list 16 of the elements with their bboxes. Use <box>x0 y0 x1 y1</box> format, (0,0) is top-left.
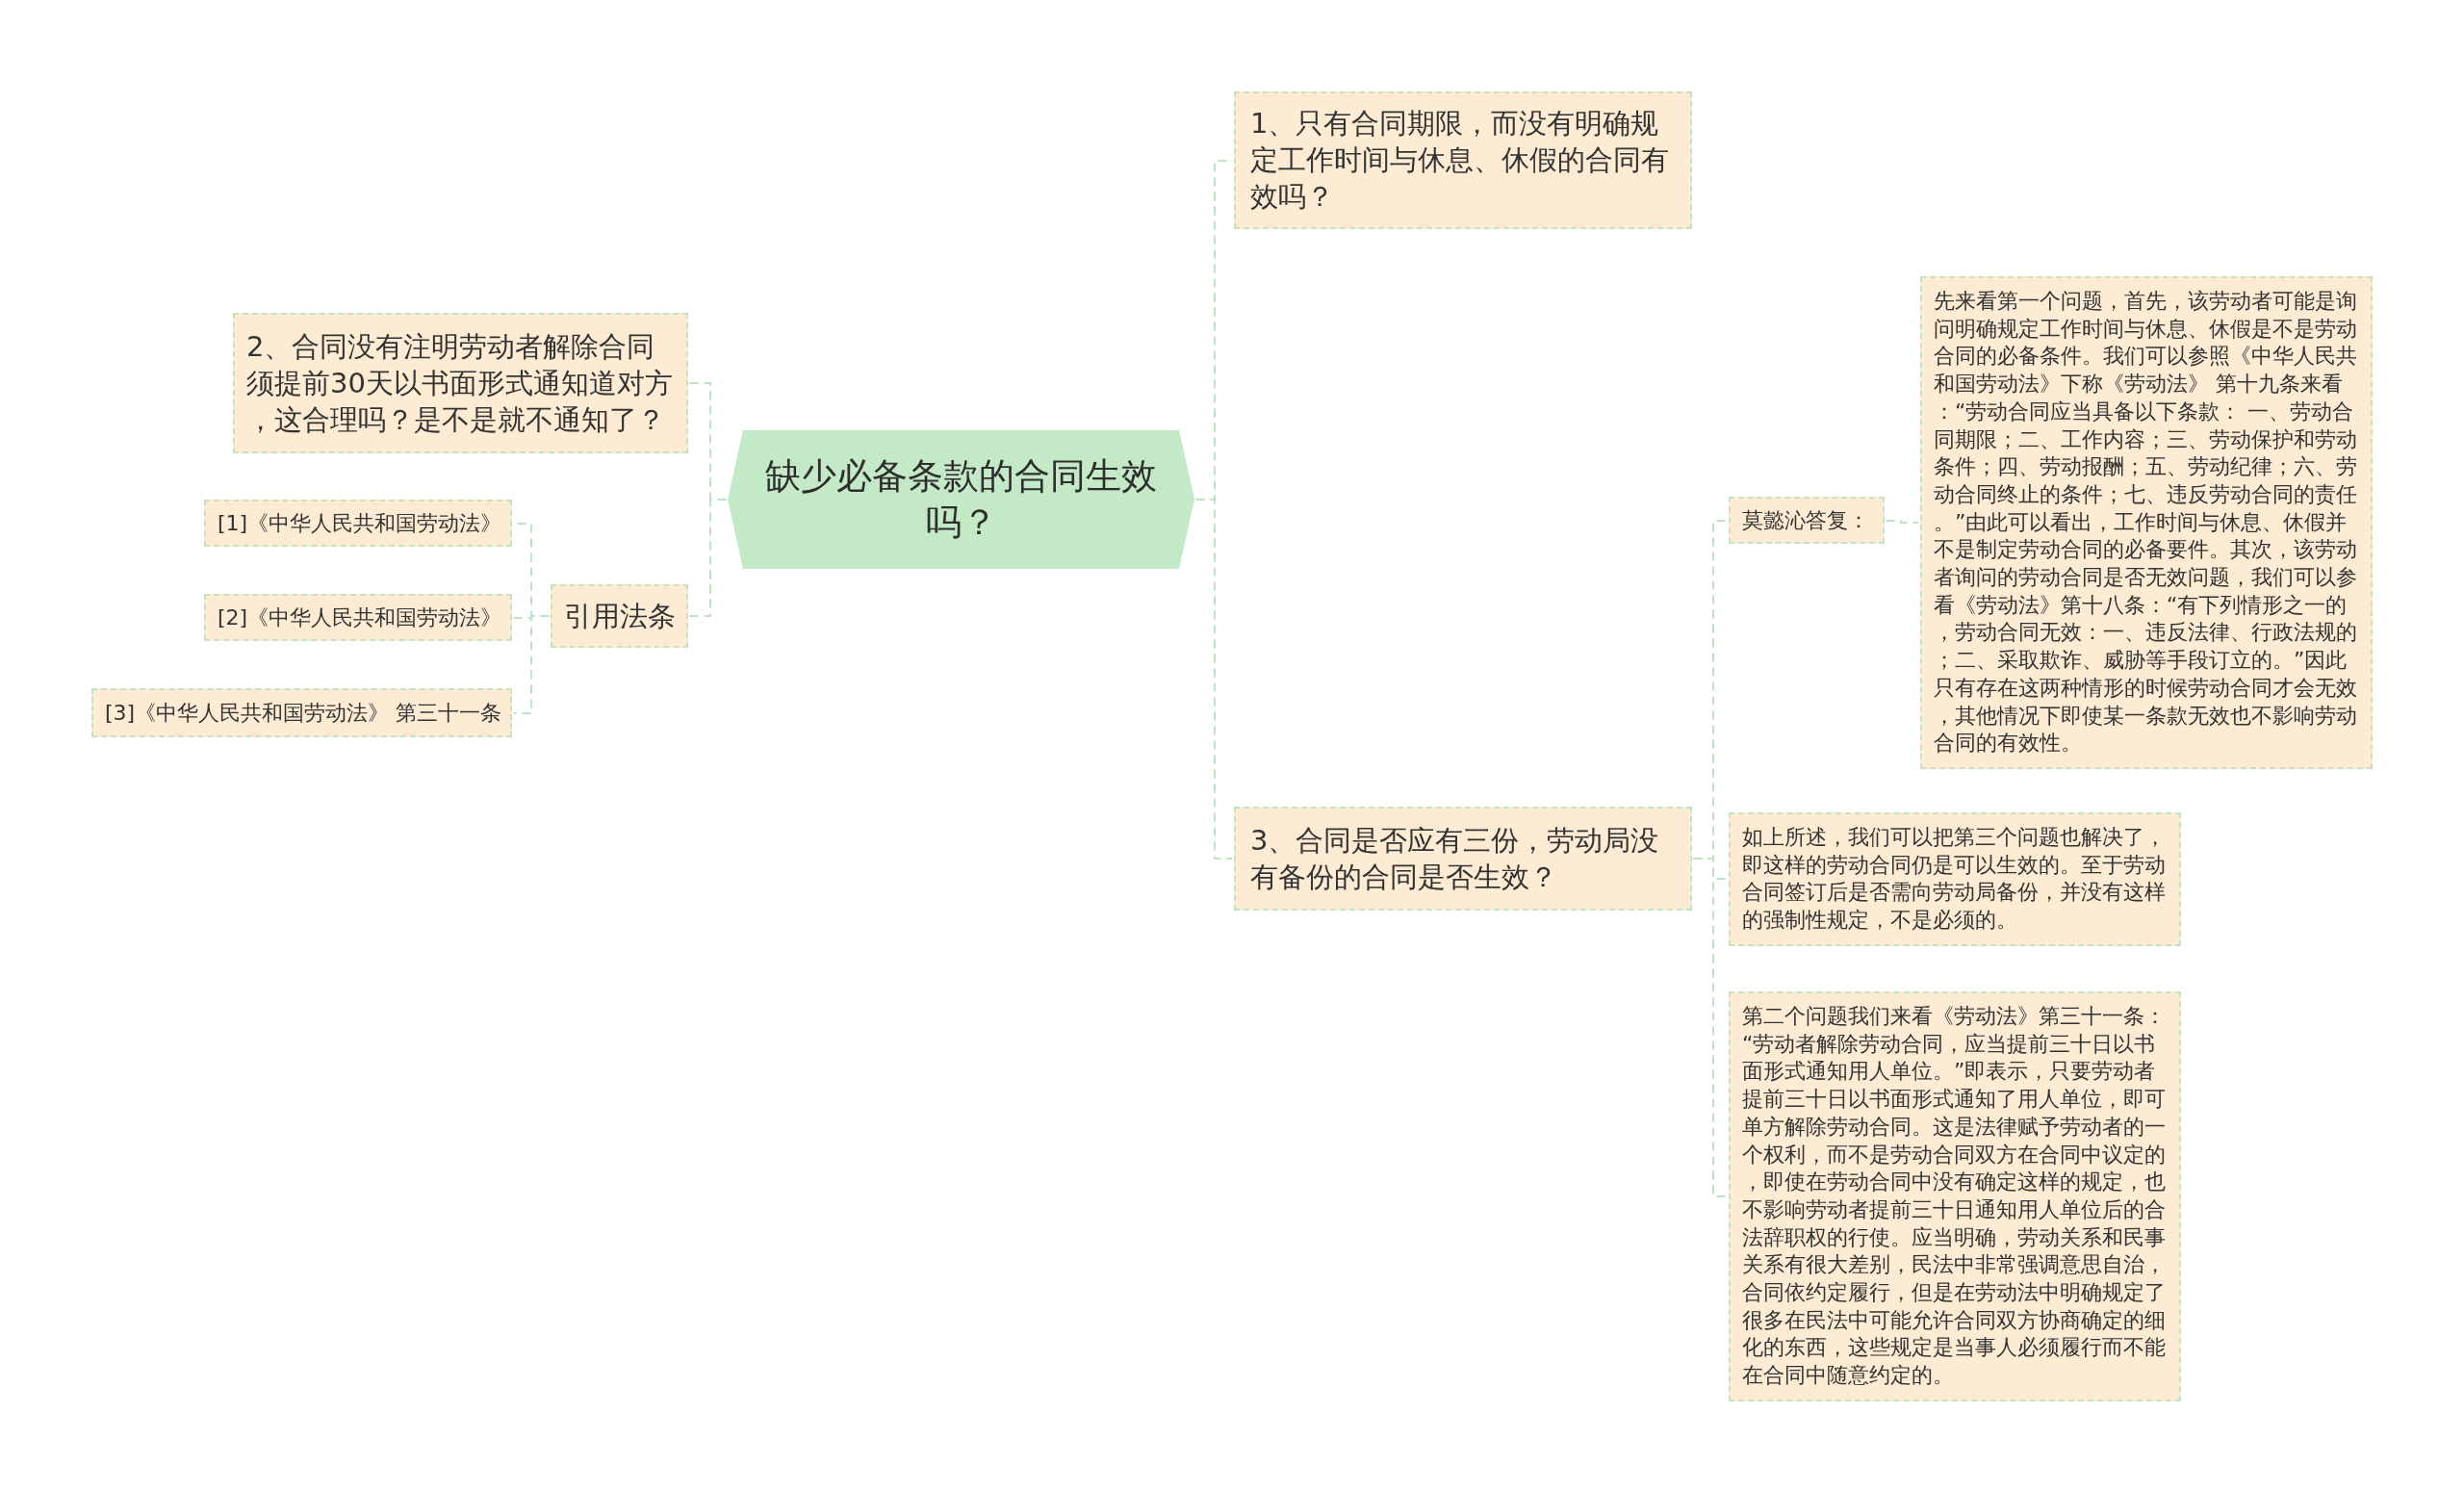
question-box: 3、合同是否应有三份，劳动局没有备份的合同是否生效？ <box>1234 807 1692 911</box>
citation-box: [1]《中华人民共和国劳动法》 <box>204 500 512 547</box>
question-box: 1、只有合同期限，而没有明确规定工作时间与休息、休假的合同有效吗？ <box>1234 91 1692 229</box>
label-box: 引用法条 <box>551 584 688 648</box>
paragraph-box: 先来看第一个问题，首先，该劳动者可能是询问明确规定工作时间与休息、休假是不是劳动合同的必备条件。我们可以参照《中华人民共和国劳动法》下称《劳动法》 第十九条来看：“劳动合同应当具备以下条款： 一、劳动合同期限；二、工作内容；三、劳动保护和劳动条件；四、劳动报酬；五、劳动纪律；六、劳动合同终止的条件；七、违反劳动合同的责任。”由此可以看出，工作时间与休息、休假并不是制定劳动合同的必备要件。其次，该劳动者询问的劳动合同是否无效问题，我们可以参看《劳动法》第十八条：“有下列情形之一的，劳动合同无效：一、违反法律、行政法规的；二、采取欺诈、威胁等手段订立的。”因此只有存在这两种情形的时候劳动合同才会无效，其他情况下即使某一条款无效也不影响劳动合同的有效性。 <box>1920 276 2373 769</box>
connector-line <box>688 499 728 617</box>
paragraph-box: 第二个问题我们来看《劳动法》第三十一条：“劳动者解除劳动合同，应当提前三十日以书面形式通知用人单位。”即表示，只要劳动者提前三十日以书面形式通知了用人单位，即可单方解除劳动合同。这是法律赋予劳动者的一个权利，而不是劳动合同双方在合同中议定的，即使在劳动合同中没有确定这样的规定，也不影响劳动者提前三十日通知用人单位后的合法辞职权的行使。应当明确，劳动关系和民事关系有很大差别，民法中非常强调意思自治，合同依约定履行，但是在劳动法中明确规定了很多在民法中可能允许合同双方协商确定的细化的东西，这些规定是当事人必须履行而不能在合同中随意约定的。 <box>1729 991 2181 1401</box>
citation-box: [2]《中华人民共和国劳动法》 <box>204 594 512 641</box>
citation-box: [3]《中华人民共和国劳动法》 第三十一条 <box>91 688 512 737</box>
connector-line <box>512 615 551 714</box>
connector-line <box>1194 499 1234 860</box>
connector-line <box>1885 520 1920 524</box>
label-box: 莫懿沁答复： <box>1729 497 1885 544</box>
central-topic: 缺少必备条款的合同生效吗？ <box>728 430 1194 569</box>
paragraph-box: 如上所述，我们可以把第三个问题也解决了，即这样的劳动合同仍是可以生效的。至于劳动合同签订后是否需向劳动局备份，并没有这样的强制性规定，不是必须的。 <box>1729 812 2181 946</box>
question-box: 2、合同没有注明劳动者解除合同须提前30天以书面形式通知道对方，这合理吗？是不是就不通知了？ <box>233 313 688 453</box>
